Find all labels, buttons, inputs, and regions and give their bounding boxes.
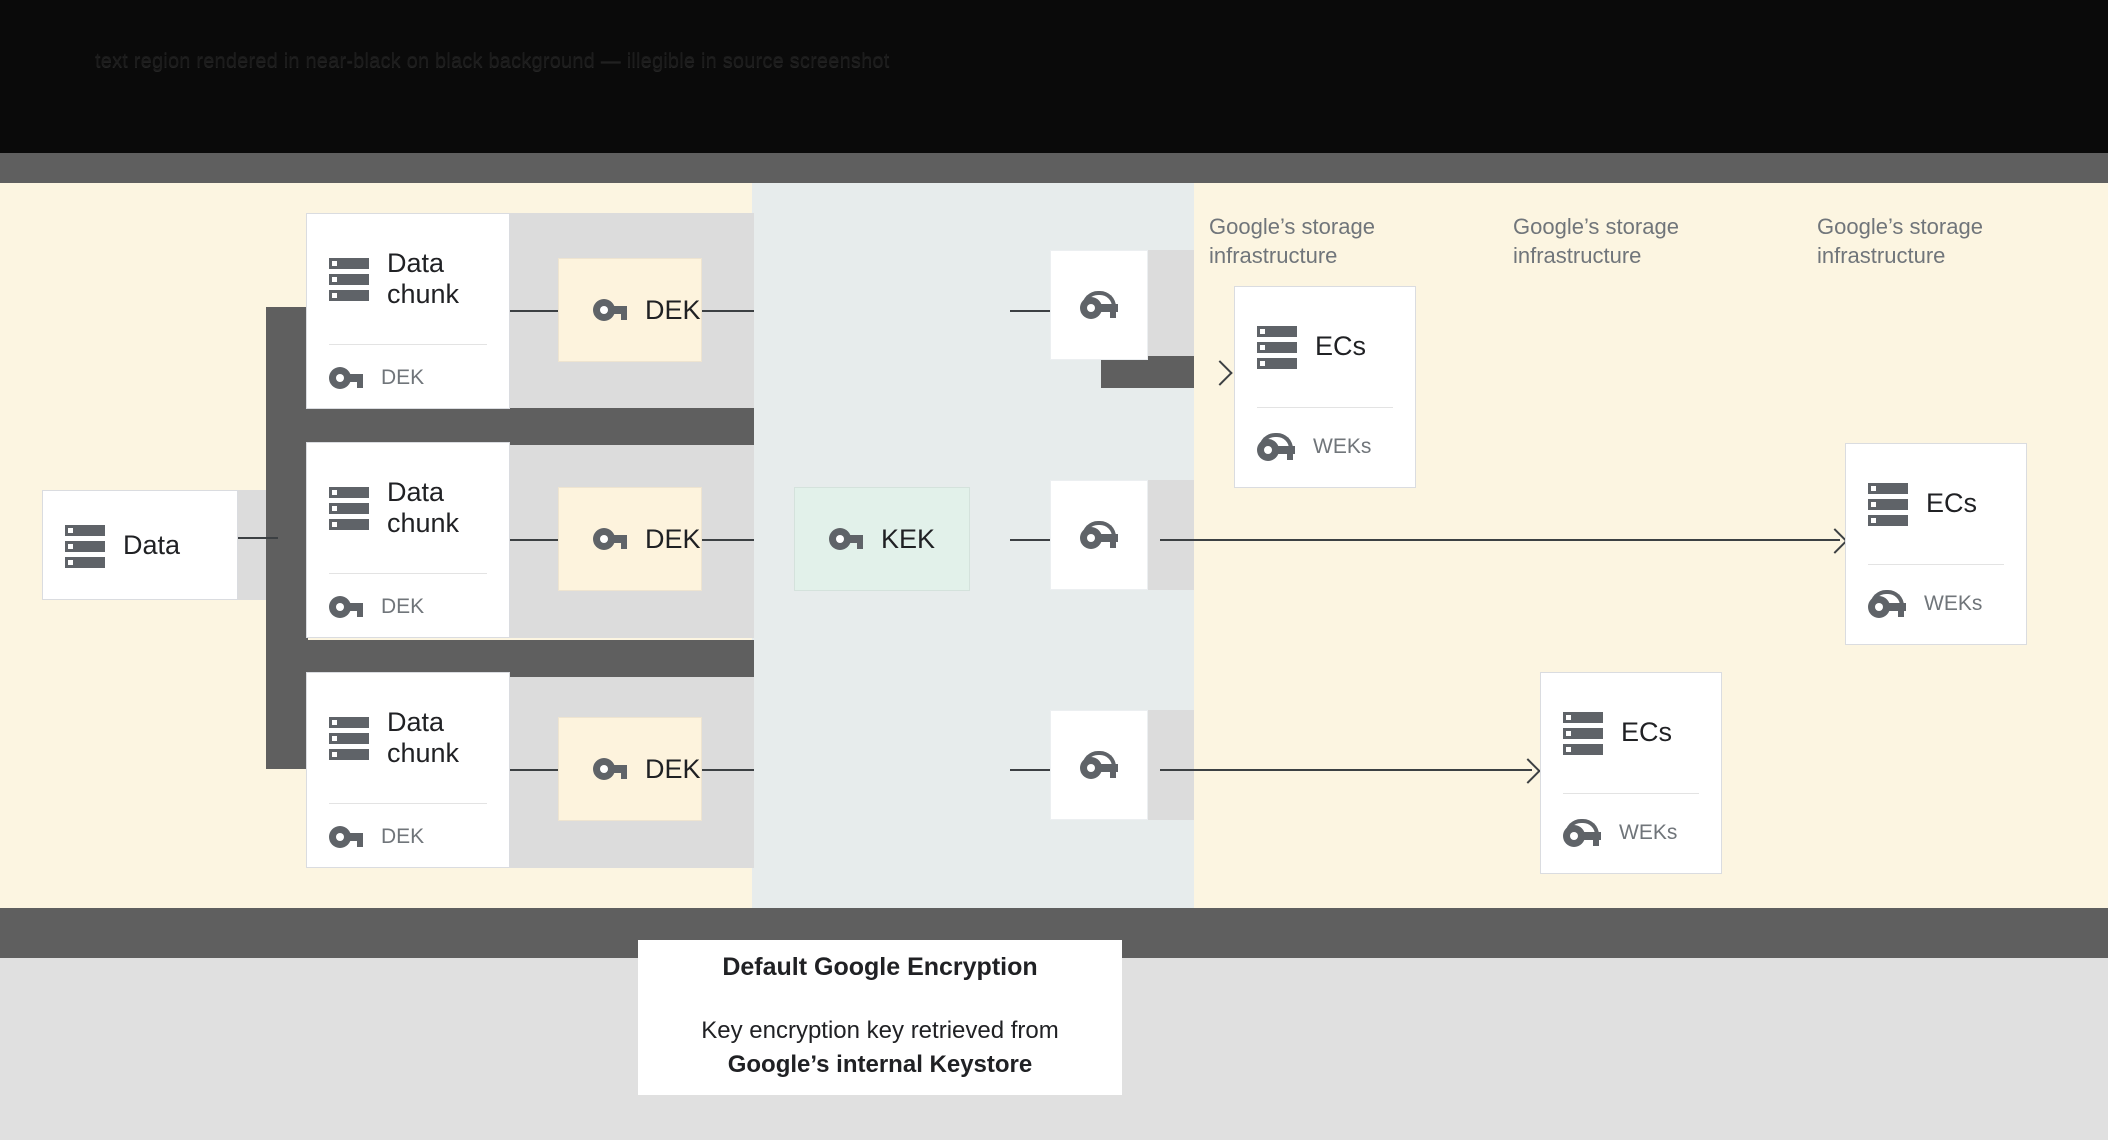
card-chunk-key-label: DEK bbox=[381, 365, 425, 389]
box-dek-1-label: DEK bbox=[645, 294, 701, 325]
storage-icon bbox=[1257, 325, 1297, 369]
caption-box: Default Google Encryption Key encryption… bbox=[638, 940, 1122, 1095]
card-chunk-key-label: DEK bbox=[381, 594, 425, 618]
box-dek-2[interactable]: DEK bbox=[558, 487, 702, 591]
storage-icon bbox=[1563, 711, 1603, 755]
top-dark-region bbox=[0, 0, 2108, 153]
card-divider bbox=[1563, 793, 1699, 794]
card-ecs-2-key-label: WEKs bbox=[1619, 821, 1678, 844]
box-dek-2-label: DEK bbox=[645, 523, 701, 554]
data-split-bus-arm-1 bbox=[266, 408, 754, 445]
card-ecs-3-key-label: WEKs bbox=[1924, 592, 1983, 615]
card-chunk-label: Data chunk bbox=[387, 247, 460, 309]
box-wrapped-key-2[interactable] bbox=[1050, 480, 1148, 590]
card-divider bbox=[329, 573, 487, 574]
infra-label-1: Google’s storage infrastructure bbox=[1209, 214, 1375, 268]
storage-icon bbox=[65, 524, 105, 568]
storage-icon bbox=[329, 716, 369, 760]
key-icon bbox=[329, 366, 363, 389]
card-ecs-2-label: ECs bbox=[1621, 717, 1673, 748]
connector-to-wkey-2 bbox=[1010, 539, 1052, 541]
card-ecs-3[interactable]: ECs WEKs bbox=[1845, 443, 2027, 645]
card-ecs-3-label: ECs bbox=[1926, 488, 1978, 519]
caption-title: Default Google Encryption bbox=[722, 953, 1038, 981]
box-dek-3-label: DEK bbox=[645, 753, 701, 784]
wrapped-key-icon bbox=[1563, 819, 1601, 847]
storage-icon bbox=[1868, 482, 1908, 526]
connector-chunk2-to-dek2 bbox=[510, 539, 558, 541]
key-icon bbox=[593, 758, 627, 780]
connector-dek2-out bbox=[702, 539, 754, 541]
wrapped-key-icon bbox=[1080, 291, 1118, 319]
card-chunk-label: Data chunk bbox=[387, 476, 460, 538]
key-icon bbox=[329, 595, 363, 618]
card-data-chunk-3[interactable]: Data chunk DEK bbox=[306, 672, 510, 868]
connector-wkey2-to-ec3 bbox=[1160, 539, 1840, 541]
wrapped-key-bus-arm bbox=[1101, 356, 1194, 388]
caption-line-1: Key encryption key retrieved from bbox=[701, 1017, 1059, 1044]
top-obscured-text: text region rendered in near-black on bl… bbox=[95, 50, 890, 72]
connector-chunk3-to-dek3 bbox=[510, 769, 558, 771]
box-wrapped-key-3[interactable] bbox=[1050, 710, 1148, 820]
card-data-chunk-2[interactable]: Data chunk DEK bbox=[306, 442, 510, 638]
card-data-chunk-1[interactable]: Data chunk DEK bbox=[306, 213, 510, 409]
card-ecs-1-label: ECs bbox=[1315, 331, 1367, 362]
connector-wkey3-to-ec2 bbox=[1160, 769, 1532, 771]
box-wrapped-key-1[interactable] bbox=[1050, 250, 1148, 360]
connector-dek1-out bbox=[702, 310, 754, 312]
data-split-bus-arm-2 bbox=[266, 640, 754, 677]
card-ecs-2[interactable]: ECs WEKs bbox=[1540, 672, 1722, 874]
card-chunk-key-label: DEK bbox=[381, 824, 425, 848]
card-chunk-label: Data chunk bbox=[387, 706, 460, 768]
card-data[interactable]: Data bbox=[42, 490, 238, 600]
connector-data-to-bus bbox=[226, 537, 278, 539]
key-icon bbox=[593, 299, 627, 321]
caption-body: Key encryption key retrieved from Google… bbox=[701, 1014, 1058, 1082]
card-divider bbox=[1257, 407, 1393, 408]
infra-label-2: Google’s storage infrastructure bbox=[1513, 214, 1679, 268]
storage-icon bbox=[329, 257, 369, 301]
infra-label-3: Google’s storage infrastructure bbox=[1817, 214, 1983, 268]
key-icon bbox=[829, 528, 863, 550]
box-kek[interactable]: KEK bbox=[794, 487, 970, 591]
connector-to-wkey-3 bbox=[1010, 769, 1052, 771]
card-divider bbox=[1868, 564, 2004, 565]
card-divider bbox=[329, 803, 487, 804]
wrapped-key-icon bbox=[1257, 433, 1295, 461]
connector-dek3-out bbox=[702, 769, 754, 771]
box-dek-1[interactable]: DEK bbox=[558, 258, 702, 362]
connector-chunk1-to-dek1 bbox=[510, 310, 558, 312]
wrapped-key-icon bbox=[1080, 751, 1118, 779]
box-kek-label: KEK bbox=[881, 523, 936, 554]
top-divider-bar bbox=[0, 153, 2108, 183]
connector-to-wkey-1 bbox=[1010, 310, 1052, 312]
wrapped-key-icon bbox=[1080, 521, 1118, 549]
card-ecs-1[interactable]: ECs WEKs bbox=[1234, 286, 1416, 488]
box-dek-3[interactable]: DEK bbox=[558, 717, 702, 821]
wrapped-key-icon bbox=[1868, 590, 1906, 618]
caption-line-2: Google’s internal Keystore bbox=[727, 1051, 1033, 1078]
card-data-label: Data bbox=[123, 530, 181, 561]
card-ecs-1-key-label: WEKs bbox=[1313, 435, 1372, 458]
storage-icon bbox=[329, 486, 369, 530]
card-divider bbox=[329, 344, 487, 345]
key-icon bbox=[593, 528, 627, 550]
key-icon bbox=[329, 825, 363, 848]
